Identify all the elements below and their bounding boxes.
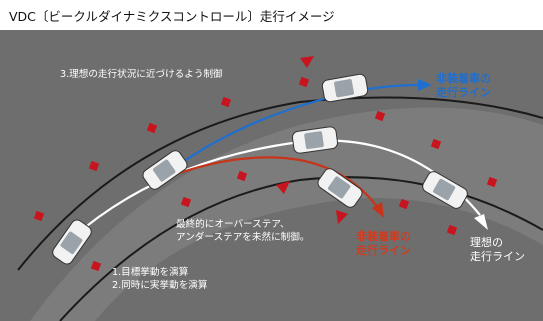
cone xyxy=(298,76,310,88)
cone xyxy=(88,160,100,172)
car xyxy=(321,73,369,103)
cone xyxy=(236,170,248,182)
non-vdc-line-label: 非装着車の 走行ライン xyxy=(356,230,411,258)
cone xyxy=(430,138,442,150)
cone xyxy=(336,210,348,224)
vdc-line-label-1: 非装着車の xyxy=(436,72,491,85)
ideal-line-arrowhead xyxy=(474,214,488,230)
car xyxy=(52,219,92,265)
road-illustration xyxy=(17,56,543,321)
cone-markers xyxy=(33,56,498,272)
vdc-line-label: 非装着車の 走行ライン xyxy=(436,72,491,100)
steps-note: 1.目標挙動を演算 2.同時に実挙動を演算 xyxy=(112,266,208,292)
non-vdc-line-label-1: 非装着車の xyxy=(356,230,411,243)
non-vdc-line-arrowhead xyxy=(372,202,384,218)
ideal-line-label-2: 走行ライン xyxy=(470,250,525,263)
step-2: 2.同時に実挙動を演算 xyxy=(112,280,208,291)
ideal-line-label: 理想の 走行ライン xyxy=(470,236,525,264)
prevent-note-1: 最終的にオーバーステア、 xyxy=(176,219,290,230)
cone xyxy=(300,56,314,68)
vdc-line-arrowhead xyxy=(418,79,432,91)
cone xyxy=(90,260,102,272)
cone xyxy=(180,196,192,208)
road-surface xyxy=(30,107,543,321)
car xyxy=(291,126,339,154)
ideal-line-label-1: 理想の xyxy=(470,236,503,249)
vdc-line-label-2: 走行ライン xyxy=(436,86,491,99)
road-edge-outer xyxy=(17,96,543,271)
cone xyxy=(374,110,386,122)
cone xyxy=(398,198,410,210)
cone xyxy=(33,210,45,222)
diagram-title: VDC〔ビークルダイナミクスコントロール〕走行イメージ xyxy=(9,9,335,24)
cone xyxy=(146,122,158,134)
car xyxy=(317,168,363,208)
vdc-line xyxy=(164,83,421,176)
car xyxy=(422,171,468,209)
cone xyxy=(276,181,290,194)
ideal-control-label: 3.理想の走行状況に近づけるよう制御 xyxy=(60,69,223,80)
road-edge-inner xyxy=(59,176,543,321)
cone xyxy=(486,176,498,188)
diagram-panel: 3.理想の走行状況に近づけるよう制御 非装着車の 走行ライン 非装着車の 走行ラ… xyxy=(0,30,543,321)
cars xyxy=(52,73,468,265)
non-vdc-line-label-2: 走行ライン xyxy=(356,244,411,257)
car xyxy=(142,150,188,190)
cone xyxy=(220,96,232,108)
cone xyxy=(446,224,458,236)
step-1: 1.目標挙動を演算 xyxy=(112,267,189,278)
prevent-note-2: アンダーステアを未然に制御。 xyxy=(176,232,310,243)
prevent-note: 最終的にオーバーステア、 アンダーステアを未然に制御。 xyxy=(176,218,309,244)
